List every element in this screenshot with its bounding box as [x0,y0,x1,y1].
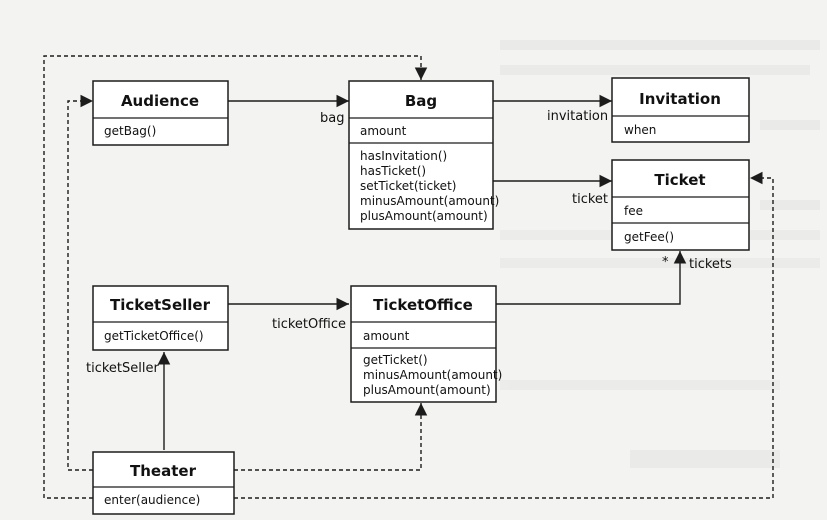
class-ticketoffice-method: getTicket() [363,353,428,367]
class-ticketseller-method: getTicketOffice() [104,329,204,343]
class-bag-method: hasTicket() [360,164,426,178]
edge-theater-bag [43,55,428,499]
class-ticket-attribute: fee [624,204,643,218]
edge-label-ticket: ticket [572,192,608,207]
class-ticketoffice-attribute: amount [363,329,410,343]
class-ticketoffice-method: minusAmount(amount) [363,368,502,382]
class-invitation-attribute: when [624,123,656,137]
class-audience-title: Audience [121,92,199,110]
edge-theater-ticketoffice [234,403,428,471]
edge-ticketoffice-ticket [496,251,687,305]
class-ticketoffice-method: plusAmount(amount) [363,383,491,397]
edge-label-bag: bag [320,111,344,126]
class-ticketoffice: TicketOffice amount getTicket() minusAmo… [350,285,502,403]
edges: bag invitation ticket ticketOffice * tic… [43,55,774,499]
class-theater-title: Theater [130,462,197,480]
class-theater: Theater enter(audience) [92,451,235,515]
edge-label-ticketseller: ticketSeller [86,361,159,376]
class-ticket-title: Ticket [654,171,705,189]
edge-theater-audience [67,94,93,471]
class-bag-method: minusAmount(amount) [360,194,499,208]
class-ticketseller: TicketSeller getTicketOffice() [92,285,229,351]
class-bag-method: plusAmount(amount) [360,209,488,223]
class-bag-attribute: amount [360,124,407,138]
edge-theater-ticket [234,171,774,499]
class-ticket-method: getFee() [624,230,674,244]
edge-multiplicity-tickets: * [662,255,669,270]
class-bag-method: setTicket(ticket) [360,179,456,193]
class-ticket: Ticket fee getFee() [611,159,750,251]
edge-label-invitation: invitation [547,109,608,124]
class-invitation: Invitation when [611,77,750,143]
edge-label-ticketoffice: ticketOffice [272,317,346,332]
class-bag: Bag amount hasInvitation() hasTicket() s… [348,80,499,230]
class-bag-method: hasInvitation() [360,149,447,163]
edge-label-tickets: tickets [689,257,732,272]
class-theater-method: enter(audience) [104,493,200,507]
class-invitation-title: Invitation [639,90,721,108]
class-audience: Audience getBag() [92,80,229,146]
class-ticketoffice-title: TicketOffice [373,296,473,314]
class-ticketseller-title: TicketSeller [110,296,211,314]
class-audience-method: getBag() [104,124,156,138]
class-bag-title: Bag [405,92,437,110]
